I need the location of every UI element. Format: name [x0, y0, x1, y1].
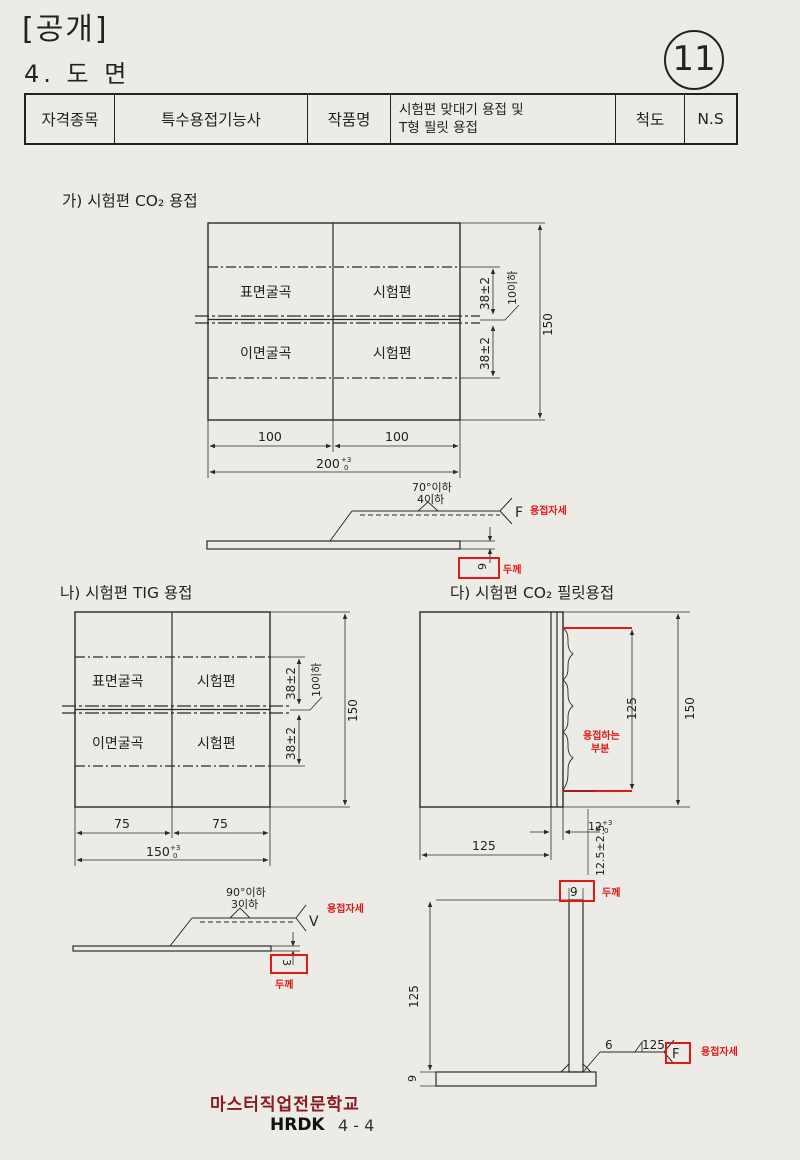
dim-c-12: 12: [588, 820, 602, 833]
page-number-circle: 11: [664, 30, 724, 90]
fillet-side-view: [420, 888, 675, 1087]
dim-a-100-right: 100: [385, 429, 409, 444]
label-root-bend-a: 이면굴곡: [240, 346, 292, 362]
label-surface-bend-a: 표면굴곡: [240, 285, 292, 301]
dim-a-150: 150: [541, 313, 555, 336]
dim-c-125-width: 125: [472, 838, 496, 853]
thickness-note-c: 두께: [602, 886, 620, 899]
dim-b-38-top: 38±2: [284, 667, 298, 700]
angle-b: 90°이하: [226, 885, 266, 899]
work-value-line1: 시험편 맞대기 용접 및: [399, 102, 524, 118]
position-note-c: 용접자세: [701, 1045, 738, 1058]
dim-b-38-bottom: 38±2: [284, 727, 298, 760]
caption-c: 다) 시험편 CO₂ 필릿용접: [450, 584, 614, 602]
gap-b: 3이하: [231, 897, 258, 911]
thickness-a: 6: [475, 563, 488, 570]
position-box-c: [665, 1042, 691, 1064]
dim-b-75-right: 75: [212, 816, 228, 831]
label-specimen-b1: 시험편: [197, 674, 236, 690]
label-surface-bend-b: 표면굴곡: [92, 674, 144, 690]
info-table: 자격종목 특수용접기능사 작품명 시험편 맞대기 용접 및 T형 필릿 용접 척…: [24, 93, 738, 145]
qual-label: 자격종목: [24, 93, 115, 145]
position-c: F: [672, 1047, 679, 1062]
position-note-a: 용접자세: [530, 504, 567, 517]
dim-a-200-tol2: 0: [344, 464, 348, 472]
page-footer-number: 4 - 4: [338, 1116, 375, 1135]
dim-c-12-tol2: 0: [604, 827, 608, 835]
position-b: V: [309, 914, 319, 930]
dim-b-150-total: 150: [146, 844, 170, 859]
label-specimen-a2: 시험편: [373, 346, 412, 362]
thickness-bottom-c: 9: [406, 1075, 419, 1082]
dim-c-12-tol: +3: [602, 819, 612, 827]
caption-b: 나) 시험편 TIG 용접: [60, 584, 192, 602]
thickness-box-b: [270, 954, 308, 974]
qual-value: 특수용접기능사: [114, 93, 308, 145]
thickness-note-a: 두께: [503, 563, 521, 576]
weld-note-1: 용접하는: [583, 729, 620, 742]
scale-label: 척도: [615, 93, 685, 145]
dim-a-200-tol: +3: [341, 456, 351, 464]
plate-b: [62, 611, 290, 808]
caption-a: 가) 시험편 CO₂ 용접: [62, 192, 198, 210]
thickness-b: 3: [280, 959, 293, 966]
label-specimen-b2: 시험편: [197, 736, 236, 752]
thickness-note-b: 두께: [275, 978, 293, 991]
plate-a: [195, 222, 480, 421]
scale-value: N.S: [684, 93, 738, 145]
weld-note-2: 부분: [591, 743, 609, 755]
dims-b: [74, 611, 350, 866]
brand-logo: HRDK: [270, 1115, 325, 1135]
work-label: 작품명: [307, 93, 391, 145]
status-label: [공개]: [22, 12, 109, 47]
section-title: 4. 도 면: [24, 60, 131, 88]
fillet-length: 125: [642, 1038, 665, 1052]
dim-a-38-top: 38±2: [478, 277, 492, 310]
work-value-line2: T형 필릿 용접: [399, 120, 478, 136]
dim-b-150-tol2: 0: [173, 852, 177, 860]
thickness-top-c: 9: [570, 885, 578, 899]
dim-b-150-tol: +3: [170, 844, 180, 852]
dim-c-150: 150: [683, 697, 697, 720]
school-name: 마스터직업전문학교: [210, 1095, 360, 1115]
angle-a: 70°이하: [412, 480, 452, 494]
fillet-size: 6: [605, 1038, 613, 1052]
position-note-b: 용접자세: [327, 902, 364, 915]
work-value: 시험편 맞대기 용접 및 T형 필릿 용접: [390, 93, 616, 145]
thickness-box-c: [559, 880, 595, 902]
dim-c-125-height: 125: [625, 697, 639, 720]
fillet-top-view: [419, 611, 690, 875]
dim-a-100-left: 100: [258, 429, 282, 444]
dim-c-125-vert: 125: [407, 985, 421, 1008]
label-root-bend-b: 이면굴곡: [92, 736, 144, 752]
label-specimen-a1: 시험편: [373, 285, 412, 301]
gap-a: 4이하: [417, 492, 444, 506]
dim-b-150: 150: [346, 699, 360, 722]
thickness-box-a: [458, 557, 500, 579]
side-view-b: [72, 904, 307, 965]
position-a: F: [515, 505, 523, 521]
dim-b-75-left: 75: [114, 816, 130, 831]
side-view-a: [206, 497, 513, 563]
dims-a: [207, 222, 545, 478]
dim-b-10: 10이하: [309, 663, 323, 697]
dim-a-38-bottom: 38±2: [478, 337, 492, 370]
dim-a-200: 200: [316, 456, 340, 471]
dim-c-12-5: 12.5±2.5: [594, 825, 607, 876]
dim-a-10: 10이하: [505, 271, 519, 305]
